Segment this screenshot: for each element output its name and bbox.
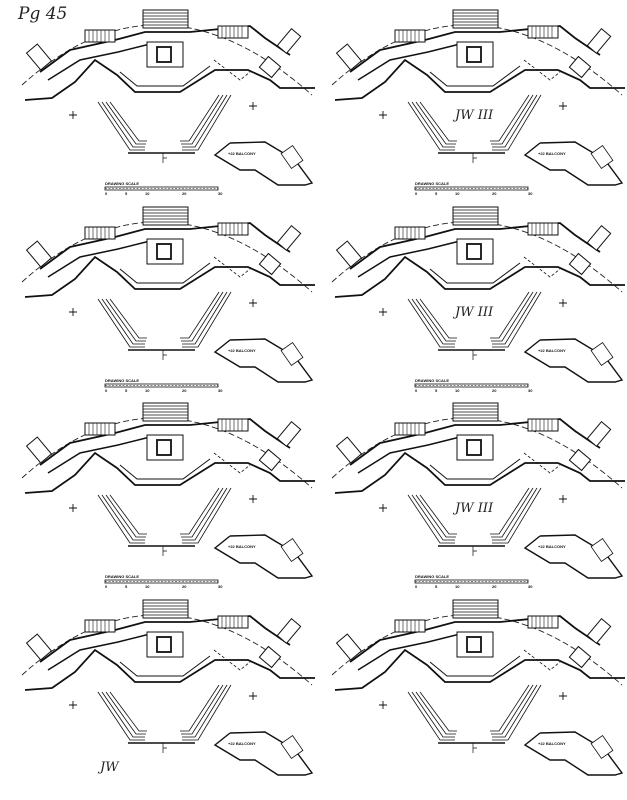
scale-bar: DRAWING SCALE 0 5 10 20 30 (104, 181, 223, 196)
scale-tick-label: 30 (218, 388, 223, 393)
scale-tick-label: 0 (415, 191, 418, 196)
balcony-label: +22 BALCONY (228, 741, 256, 746)
floor-plan-drawing (21, 402, 316, 579)
scale-tick-label: 0 (415, 584, 418, 589)
plan-panel: +22 BALCONY (21, 599, 316, 776)
scale-tick-label: 0 (415, 388, 418, 393)
floor-plan-drawing (21, 206, 316, 383)
scale-tick-label: 20 (492, 191, 497, 196)
balcony-label: +22 BALCONY (228, 544, 256, 549)
scale-tick-label: 5 (435, 388, 438, 393)
scale-title: DRAWING SCALE (105, 181, 139, 186)
scale-tick-label: 10 (455, 191, 460, 196)
floor-plan-drawing (21, 599, 316, 776)
scale-bar: DRAWING SCALE 0 5 10 20 30 (414, 181, 533, 196)
scale-tick-label: 30 (218, 584, 223, 589)
scale-bar: DRAWING SCALE 0 5 10 20 30 (414, 574, 533, 589)
floor-plan-drawing (331, 599, 626, 776)
scale-tick-label: 10 (145, 584, 150, 589)
plan-panel: +22 BALCONY DRAWING SCALE 0 5 10 20 30 (21, 402, 316, 589)
scale-title: DRAWING SCALE (415, 574, 449, 579)
scale-tick-label: 10 (455, 388, 460, 393)
plan-panel: +22 BALCONY DRAWING SCALE 0 5 10 20 30 (331, 206, 626, 393)
scale-tick-label: 20 (182, 191, 187, 196)
plan-panel: +22 BALCONY DRAWING SCALE 0 5 10 20 30 (21, 206, 316, 393)
scale-title: DRAWING SCALE (105, 378, 139, 383)
scale-title: DRAWING SCALE (105, 574, 139, 579)
scale-tick-label: 20 (182, 388, 187, 393)
floor-plan-drawing (21, 9, 316, 186)
scale-tick-label: 5 (435, 191, 438, 196)
page-label: Pg 45 (18, 4, 68, 24)
plan-panel: +22 BALCONY (331, 599, 626, 776)
handwritten-annotation: JW III (455, 501, 494, 516)
handwritten-annotation: JW III (455, 108, 494, 123)
scale-tick-label: 30 (218, 191, 223, 196)
floor-plan-drawing (331, 206, 626, 383)
scale-tick-label: 5 (435, 584, 438, 589)
scale-tick-label: 0 (105, 388, 108, 393)
scale-tick-label: 10 (145, 388, 150, 393)
balcony-label: +22 BALCONY (538, 544, 566, 549)
scale-tick-label: 20 (182, 584, 187, 589)
balcony-label: +22 BALCONY (538, 151, 566, 156)
plan-panel: +22 BALCONY DRAWING SCALE 0 5 10 20 30 (21, 9, 316, 196)
balcony-label: +22 BALCONY (538, 348, 566, 353)
scale-title: DRAWING SCALE (415, 181, 449, 186)
scale-tick-label: 20 (492, 388, 497, 393)
scale-tick-label: 30 (528, 388, 533, 393)
balcony-label: +22 BALCONY (228, 348, 256, 353)
scale-tick-label: 5 (125, 584, 128, 589)
scale-tick-label: 10 (455, 584, 460, 589)
balcony-label: +22 BALCONY (538, 741, 566, 746)
scale-tick-label: 30 (528, 584, 533, 589)
plan-panel: +22 BALCONY DRAWING SCALE 0 5 10 20 30 (331, 402, 626, 589)
scale-tick-label: 0 (105, 584, 108, 589)
plan-panel: +22 BALCONY DRAWING SCALE 0 5 10 20 30 (331, 9, 626, 196)
scale-bar: DRAWING SCALE 0 5 10 20 30 (104, 378, 223, 393)
scale-tick-label: 20 (492, 584, 497, 589)
scale-title: DRAWING SCALE (415, 378, 449, 383)
handwritten-annotation: JW (100, 760, 119, 775)
scale-bar: DRAWING SCALE 0 5 10 20 30 (414, 378, 533, 393)
balcony-label: +22 BALCONY (228, 151, 256, 156)
scale-tick-label: 10 (145, 191, 150, 196)
handwritten-annotation: JW III (455, 305, 494, 320)
floor-plan-drawing (331, 402, 626, 579)
scale-bar: DRAWING SCALE 0 5 10 20 30 (104, 574, 223, 589)
scale-tick-label: 30 (528, 191, 533, 196)
scale-tick-label: 5 (125, 388, 128, 393)
scale-tick-label: 5 (125, 191, 128, 196)
floor-plan-drawing (331, 9, 626, 186)
scale-tick-label: 0 (105, 191, 108, 196)
